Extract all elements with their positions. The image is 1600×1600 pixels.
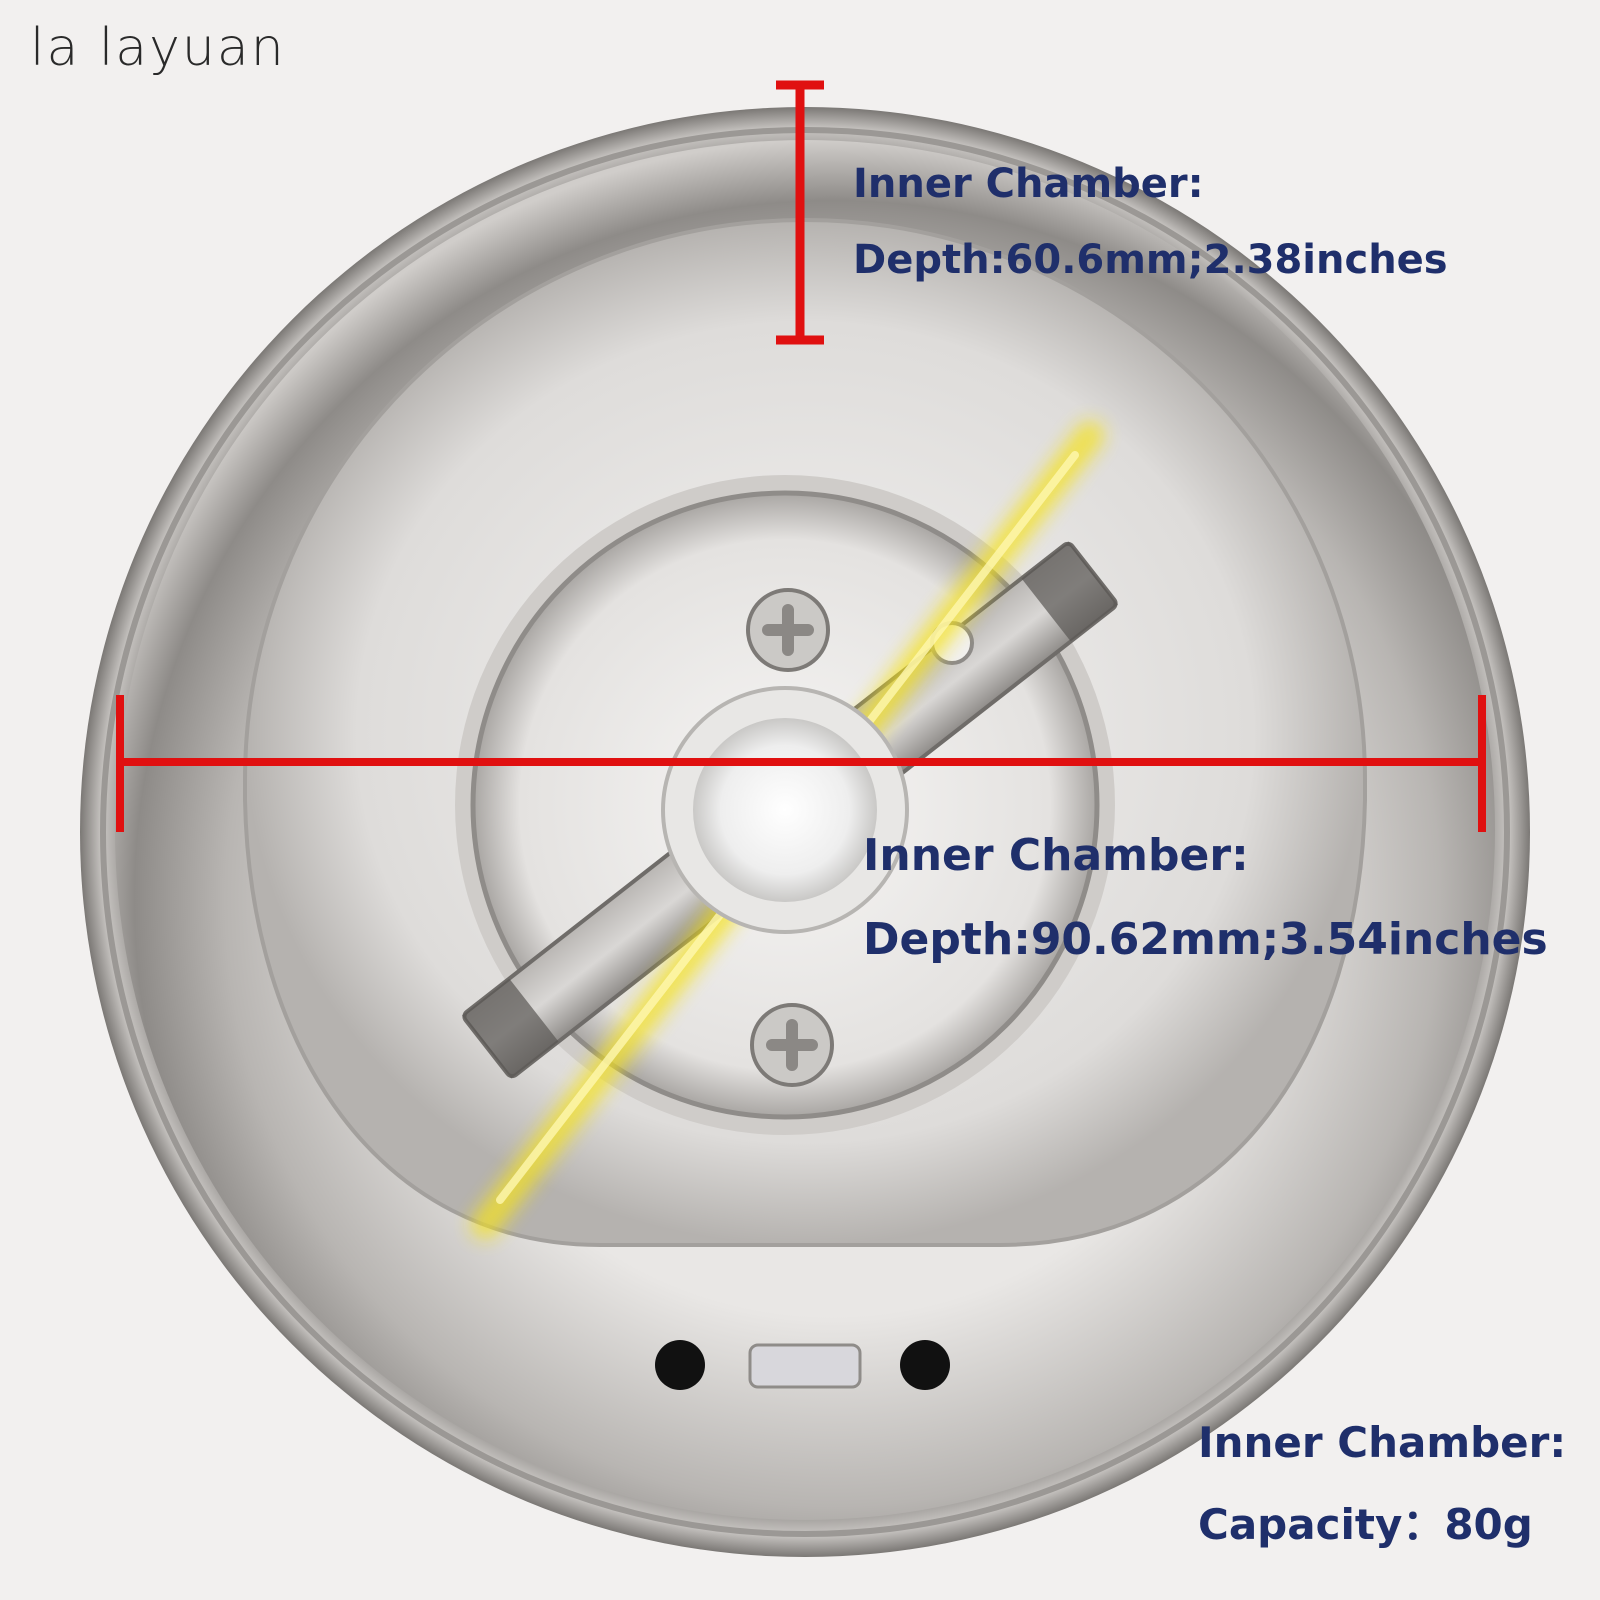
diameter-label-title: Inner Chamber: (863, 830, 1249, 881)
capacity-label-title: Inner Chamber: (1198, 1418, 1567, 1467)
diameter-measure-line (116, 695, 1486, 832)
capacity-label-value: Capacity：80g (1198, 1500, 1533, 1549)
diameter-label-value: Depth:90.62mm;3.54inches (863, 914, 1548, 965)
depth-label-title: Inner Chamber: (853, 161, 1204, 207)
bowl-window (748, 1343, 862, 1389)
brand-logo: la layuan (30, 18, 286, 78)
depth-label-value: Depth:60.6mm;2.38inches (853, 237, 1448, 283)
screw-top (746, 588, 830, 672)
bowl-hole-right (900, 1340, 950, 1390)
screw-bottom (750, 1003, 834, 1087)
bowl-rim-edge (100, 127, 1510, 1537)
depth-measure-line (776, 80, 824, 345)
bowl-hole-left (655, 1340, 705, 1390)
blade-hub (693, 718, 877, 902)
